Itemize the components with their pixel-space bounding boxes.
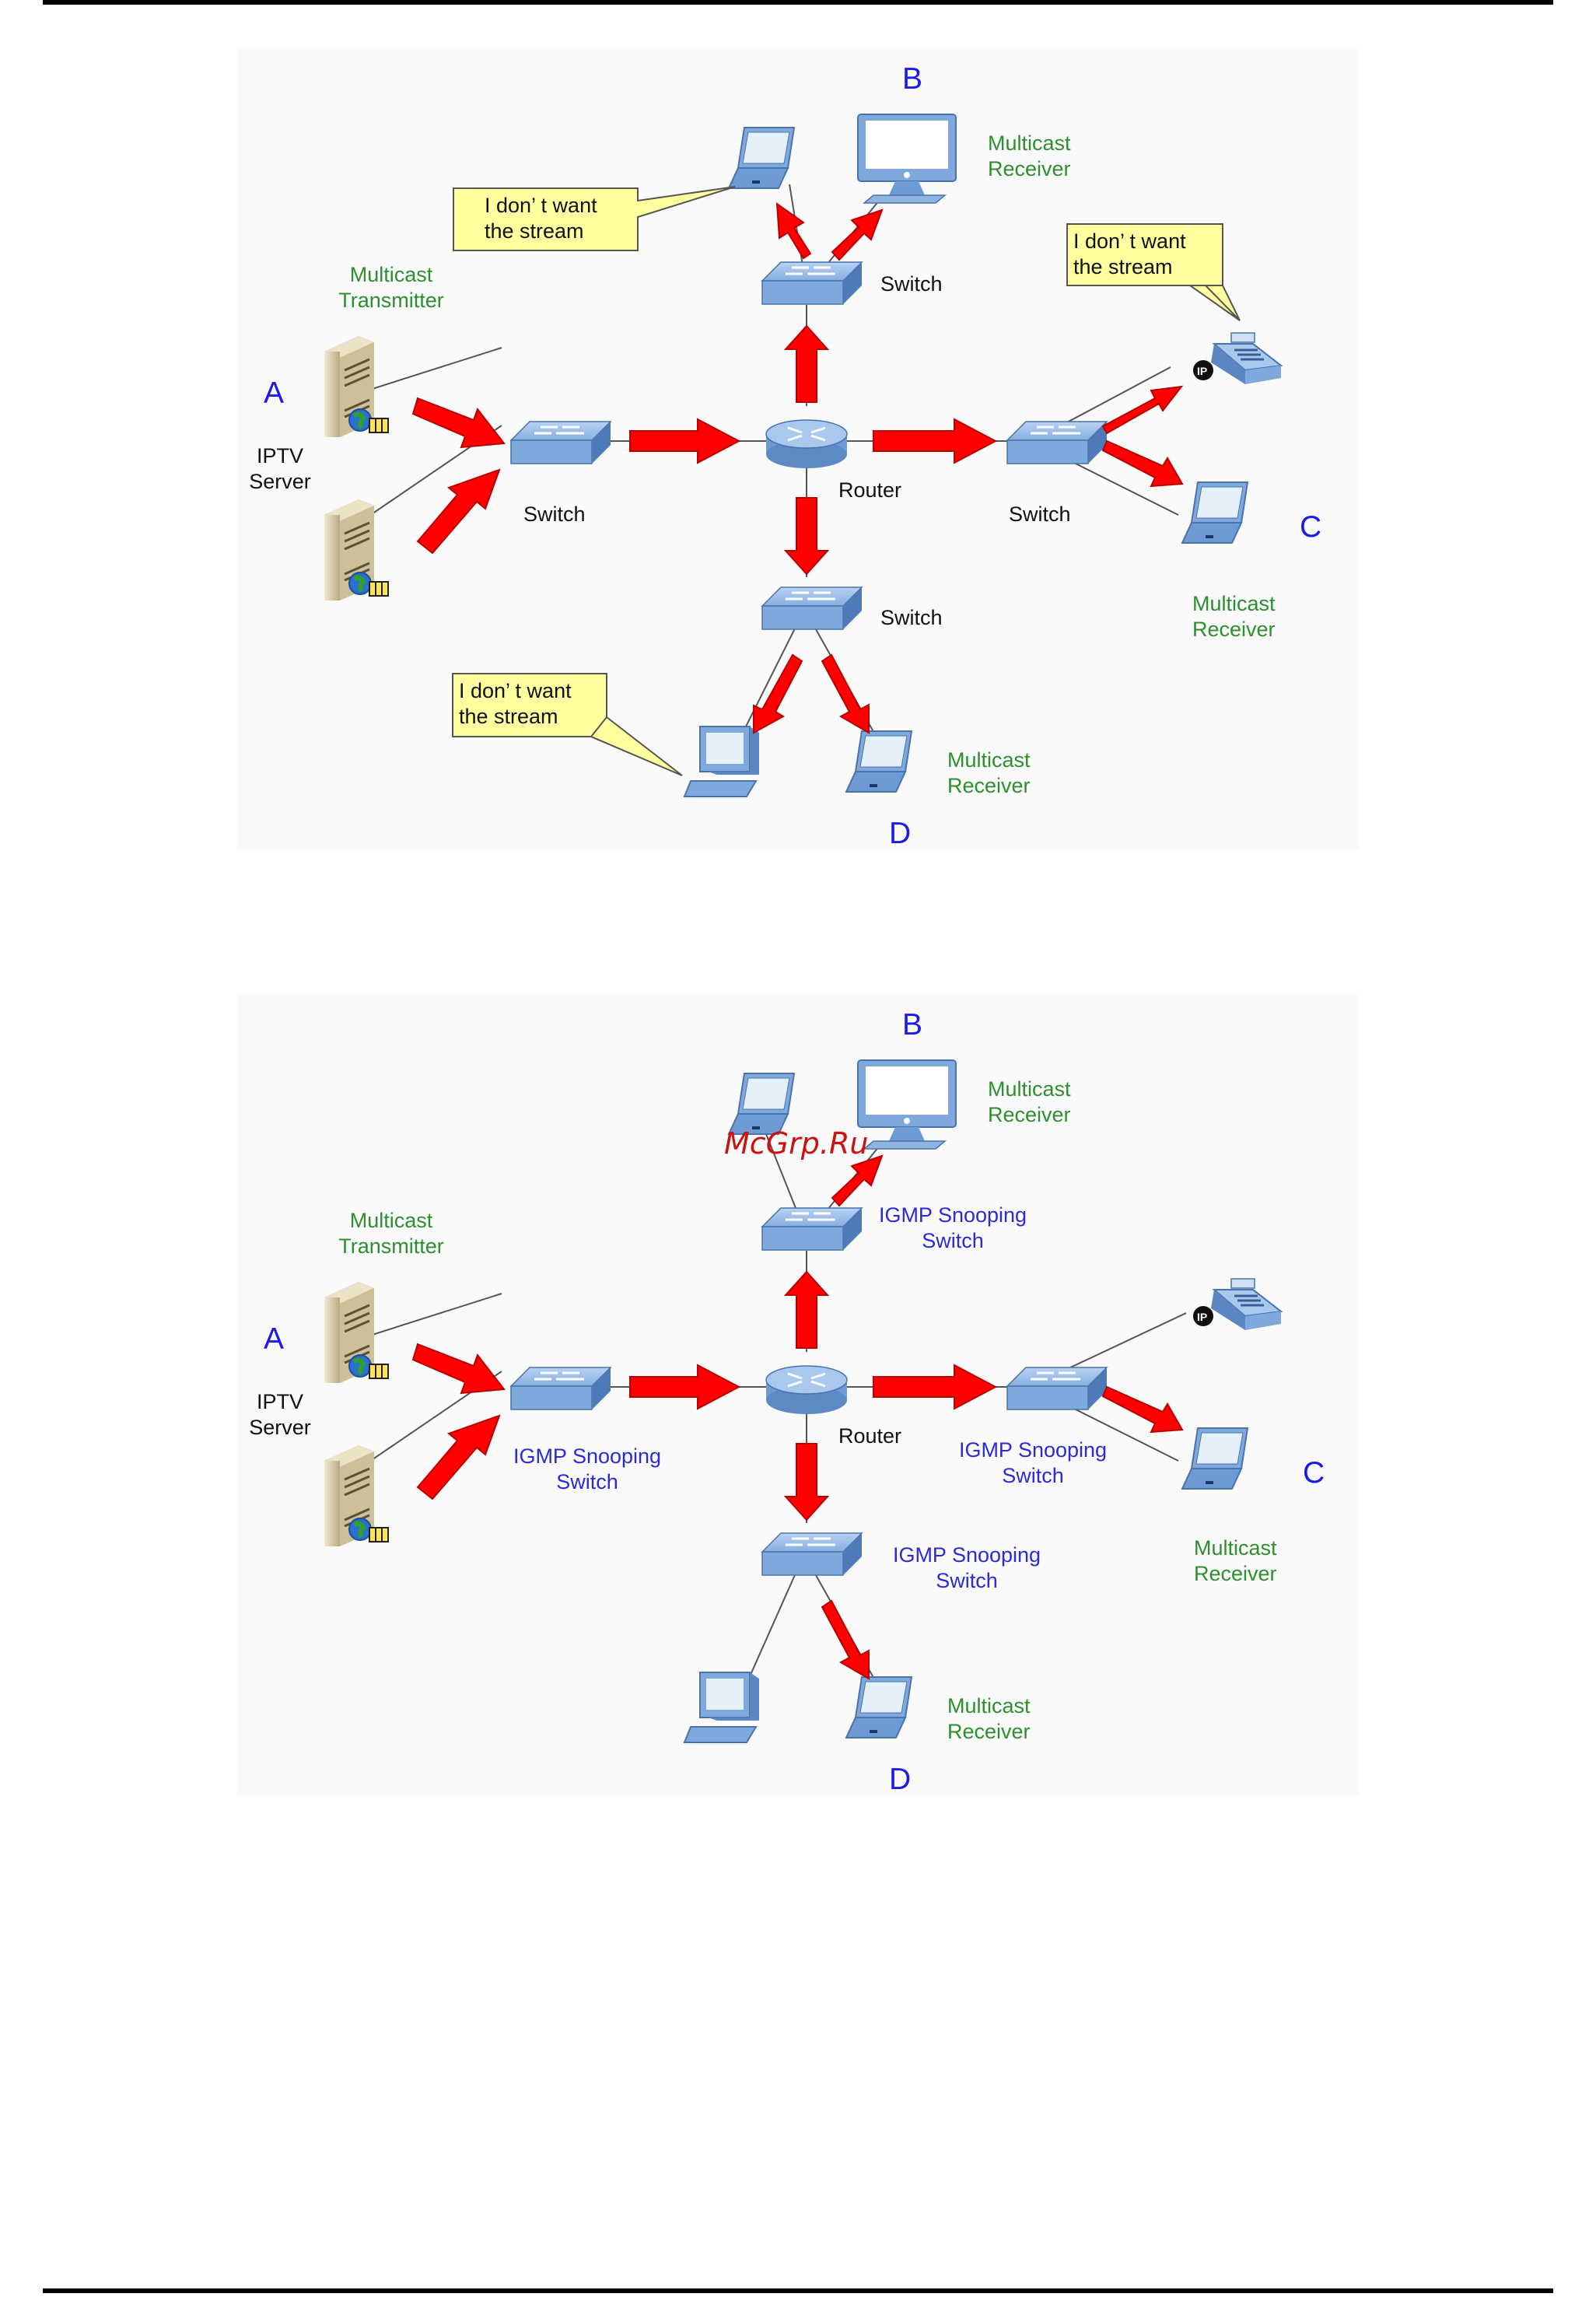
- imac-icon: [857, 114, 957, 204]
- laptop-icon: [728, 127, 795, 189]
- multicast-receiver-label: Multicast Receiver: [988, 1077, 1071, 1126]
- site-letter-d: D: [889, 817, 912, 850]
- arrow: [1101, 439, 1184, 488]
- switch-icon: [761, 586, 863, 631]
- multicast-receiver-label: Multicast Receiver: [947, 748, 1031, 797]
- arrow: [783, 1443, 830, 1521]
- site-letter-b: B: [902, 1008, 923, 1042]
- multicast-transmitter-label: Multicast Transmitter: [338, 1209, 444, 1258]
- multicast-receiver-label: Multicast Receiver: [947, 1694, 1031, 1743]
- arrow: [821, 1599, 870, 1680]
- router-icon: [765, 418, 849, 470]
- arrow: [783, 497, 830, 576]
- callout-text: I don’ t want the stream: [485, 194, 597, 243]
- laptop-icon: [845, 730, 912, 793]
- callout-text: I don’ t want the stream: [1073, 229, 1186, 278]
- arrow: [411, 397, 506, 449]
- network-diagram-1: IP: [237, 114, 1283, 797]
- site-letter-d: D: [889, 1763, 912, 1796]
- desktop-icon: [684, 726, 760, 797]
- arrow: [1101, 1385, 1184, 1434]
- arrow: [821, 653, 870, 734]
- multicast-arrows: [411, 201, 1184, 734]
- router-label: Router: [838, 1424, 902, 1448]
- switch-icon: [1006, 420, 1108, 465]
- arrow: [831, 1154, 884, 1207]
- arrow: [411, 1343, 506, 1395]
- arrow: [775, 201, 812, 260]
- arrow: [783, 1270, 830, 1349]
- site-letter-c: C: [1303, 1456, 1325, 1490]
- laptop-icon: [728, 1073, 795, 1135]
- arrow: [1101, 385, 1184, 435]
- top-rule: [43, 0, 1553, 5]
- multicast-receiver-label: Multicast Receiver: [1192, 592, 1276, 641]
- router-icon: [765, 1364, 849, 1416]
- arrow: [873, 1364, 998, 1410]
- arrow: [831, 208, 884, 261]
- watermark: McGrp.Ru: [724, 1126, 869, 1161]
- igmp-snooping-switch-label: IGMP Snooping Switch: [878, 1203, 1027, 1252]
- arrow: [753, 653, 803, 734]
- diagram-with-igmp-snooping: Multicast Transmitter A IPTV Server IGMP…: [237, 994, 1359, 1795]
- imac-icon: [857, 1059, 957, 1150]
- arrow: [416, 468, 501, 555]
- igmp-switch-icon: [761, 1206, 863, 1252]
- arrow: [629, 418, 741, 464]
- site-letter-c: C: [1300, 510, 1322, 544]
- callout-shapes: [452, 186, 1241, 776]
- arrow: [416, 1414, 501, 1500]
- switch-icon: [761, 261, 863, 306]
- iptv-server-label: IPTV Server: [249, 444, 311, 493]
- site-letter-b: B: [902, 62, 923, 96]
- switch-label: Switch: [880, 606, 943, 629]
- igmp-switch-icon: [1006, 1366, 1108, 1411]
- laptop-icon: [845, 1676, 912, 1739]
- bottom-rule: [43, 2288, 1553, 2293]
- multicast-arrows: [411, 1154, 1184, 1680]
- callout-text: I don’ t want the stream: [459, 679, 572, 728]
- iptv-server-icon: [324, 1445, 388, 1546]
- arrow: [629, 1364, 741, 1410]
- site-letter-a: A: [264, 1322, 285, 1356]
- igmp-switch-icon: [509, 1366, 612, 1411]
- laptop-icon: [1181, 481, 1248, 544]
- iptv-server-icon: [324, 499, 388, 601]
- igmp-snooping-switch-label: IGMP Snooping Switch: [892, 1543, 1041, 1592]
- igmp-switch-icon: [761, 1532, 863, 1577]
- multicast-transmitter-label: Multicast Transmitter: [338, 263, 444, 312]
- laptop-icon: [1181, 1427, 1248, 1490]
- diagram-without-snooping: IP: [237, 48, 1359, 849]
- switch-label: Switch: [880, 272, 943, 296]
- switch-label: Switch: [523, 502, 586, 526]
- router-label: Router: [838, 478, 902, 502]
- multicast-receiver-label: Multicast Receiver: [1194, 1536, 1277, 1585]
- desktop-icon: [684, 1672, 760, 1743]
- network-diagram-2: [237, 1059, 1283, 1743]
- switch-icon: [509, 420, 612, 465]
- igmp-snooping-switch-label: IGMP Snooping Switch: [513, 1444, 662, 1493]
- multicast-receiver-label: Multicast Receiver: [988, 131, 1071, 180]
- arrow: [783, 324, 830, 403]
- switch-label: Switch: [1009, 502, 1071, 526]
- site-letter-a: A: [264, 376, 285, 410]
- arrow: [873, 418, 998, 464]
- ip-phone-icon: [1192, 331, 1283, 386]
- iptv-server-label: IPTV Server: [249, 1390, 311, 1439]
- ip-phone-icon: [1192, 1277, 1283, 1332]
- igmp-snooping-switch-label: IGMP Snooping Switch: [958, 1438, 1108, 1487]
